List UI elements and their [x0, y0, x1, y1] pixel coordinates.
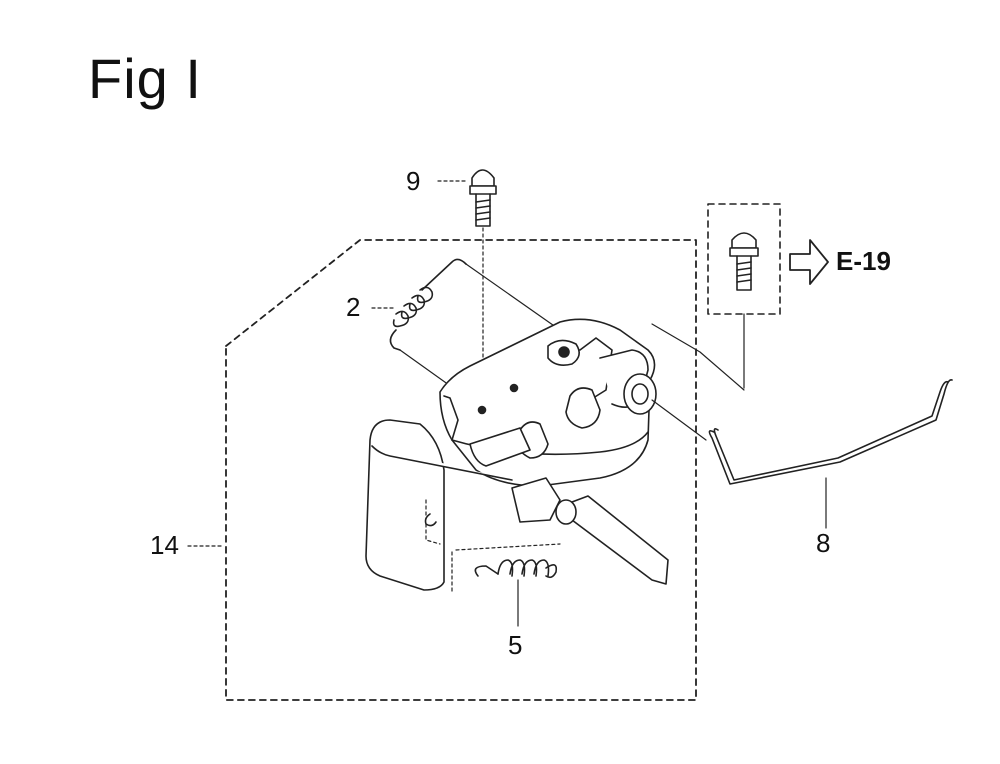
callout-5: 5 [508, 630, 523, 660]
leader-rod-link [651, 323, 745, 391]
callout-2: 2 [346, 292, 361, 322]
assembly-boundary [225, 239, 697, 701]
reference-label: E-19 [836, 246, 891, 276]
leader-rod-link-2 [651, 399, 707, 441]
lever-arm-drawing [511, 477, 669, 585]
reference-bolt-drawing [729, 232, 759, 389]
callout-8: 8 [816, 528, 831, 558]
callout-14: 14 [150, 530, 179, 560]
callout-9: 9 [406, 166, 421, 196]
spring-2-drawing [389, 258, 561, 401]
spring-5-drawing [451, 543, 561, 593]
reference-box [707, 203, 781, 315]
control-plate-drawing [439, 318, 657, 487]
arrow-right-icon [789, 239, 829, 285]
cover-drawing [365, 419, 513, 591]
rod-8-drawing [708, 378, 953, 485]
figure-title: Fig I [88, 47, 202, 110]
